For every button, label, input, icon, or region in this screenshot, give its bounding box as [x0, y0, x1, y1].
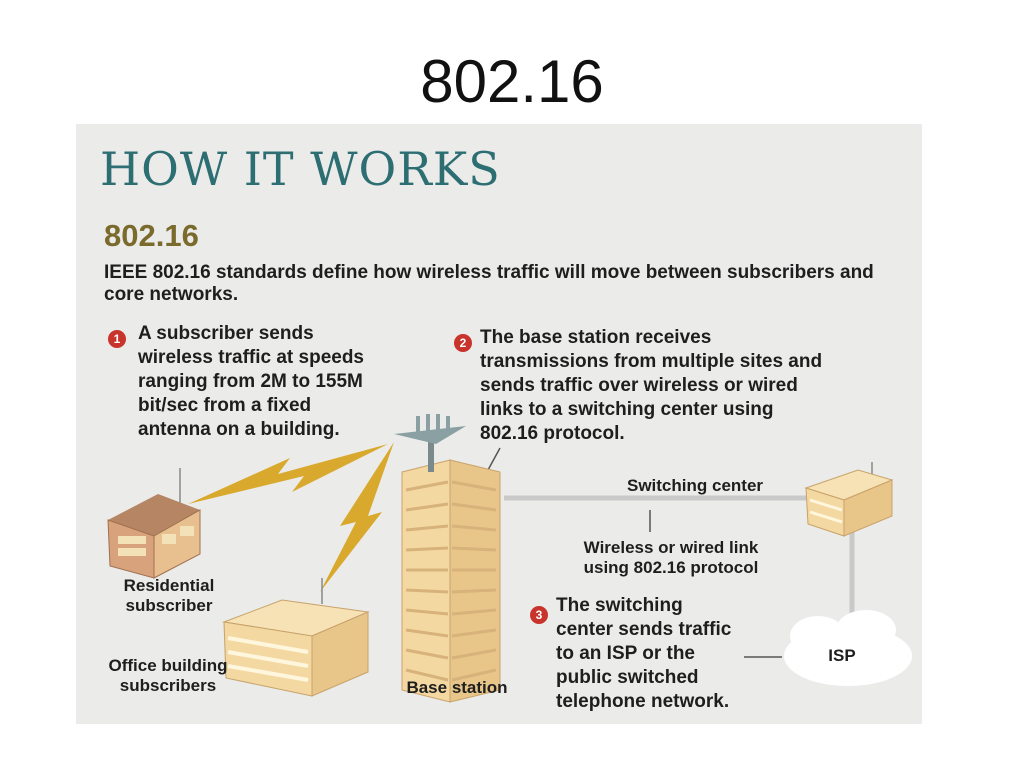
- isp-label: ISP: [828, 646, 856, 665]
- step-1-text: A subscriber sends wireless traffic at s…: [138, 323, 364, 440]
- step-3-text: The switching center sends traffic to an…: [556, 595, 732, 712]
- residential-subscriber-label: Residential subscriber: [123, 576, 215, 615]
- how-it-works-panel: HOW IT WORKS 802.16 IEEE 802.16 standard…: [76, 124, 922, 724]
- standard-subheading: 802.16: [104, 218, 199, 253]
- step-2-badge: 2: [454, 334, 472, 352]
- office-subscribers-label: Office building subscribers: [108, 656, 228, 695]
- base-station-icon: [394, 414, 501, 703]
- slide-title: 802.16: [420, 48, 604, 115]
- switching-center-icon: [804, 462, 894, 537]
- network-illustration: [107, 414, 912, 703]
- how-it-works-heading: HOW IT WORKS: [100, 142, 501, 196]
- lightning-bolt-residential: [188, 444, 388, 504]
- step2-pointer: [487, 447, 501, 471]
- step-3-badge: 3: [530, 606, 548, 624]
- isp-cloud-icon: [784, 610, 912, 686]
- step-1-badge: 1: [108, 330, 126, 348]
- intro-text: IEEE 802.16 standards define how wireles…: [104, 262, 874, 305]
- link-label: Wireless or wired link using 802.16 prot…: [583, 538, 759, 577]
- office-building-icon: [222, 578, 370, 697]
- step-2-text: The base station receives transmissions …: [480, 327, 823, 444]
- base-station-label: Base station: [406, 678, 508, 697]
- residential-house-icon: [107, 468, 201, 579]
- lightning-bolt-office: [320, 442, 394, 592]
- switching-center-label: Switching center: [626, 476, 764, 495]
